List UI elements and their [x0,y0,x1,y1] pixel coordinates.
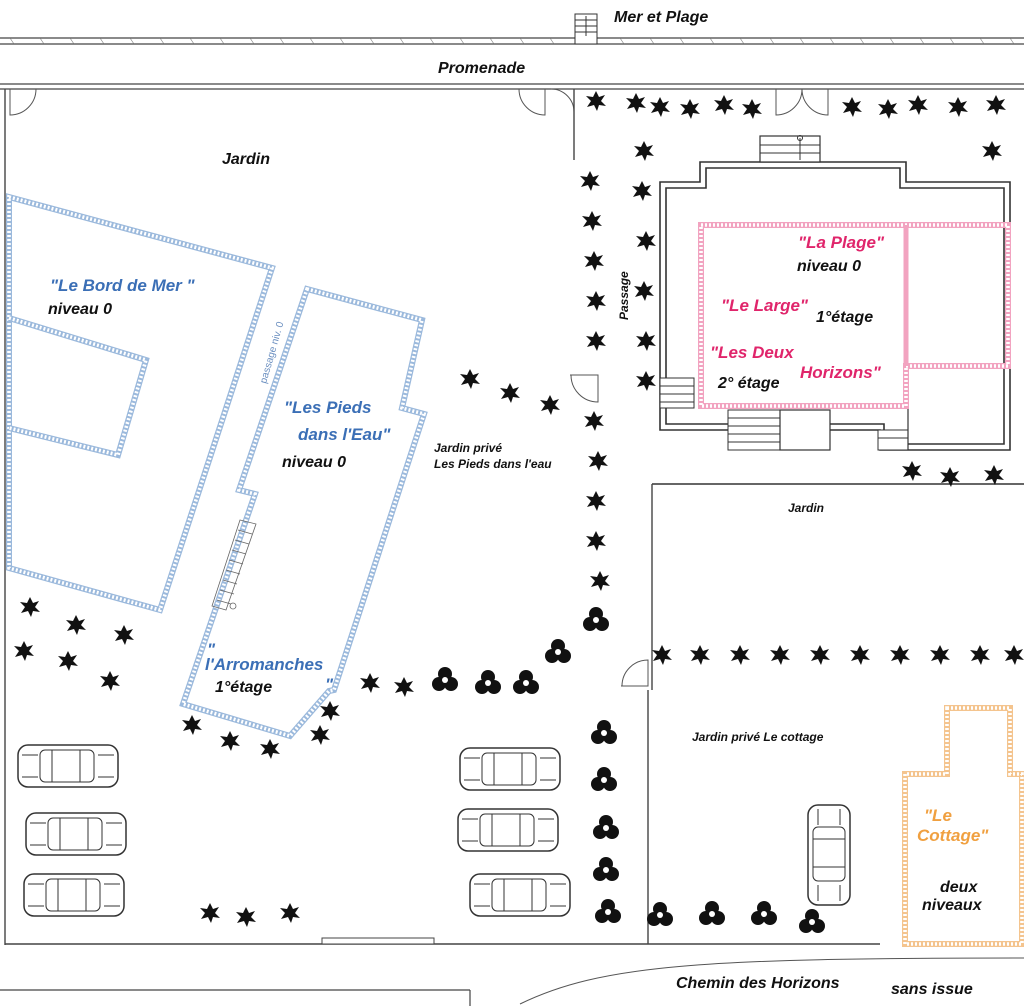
car [469,873,571,917]
right-garden-walls [647,483,1024,944]
label-cottage-level-1: deux [940,879,978,896]
label-bord-de-mer-level: niveau 0 [48,301,112,318]
label-deux-horizons-2: Horizons" [800,363,882,382]
label-mer-et-plage: Mer et Plage [614,9,708,26]
label-jardin-prive-1: Jardin privé [434,441,502,455]
car [23,873,125,917]
label-jardin-top: Jardin [222,151,270,168]
label-passage: Passage [617,271,631,320]
label-jardin-right: Jardin [788,501,824,515]
label-arromanches: l'Arromanches [205,655,323,674]
car [17,744,119,788]
label-cottage-1: "Le [924,806,952,825]
shrubs [14,91,1024,927]
label-arromanches-level: 1°étage [215,679,272,696]
label-deux-horizons-1: "Les Deux [710,343,795,362]
label-bord-de-mer: "Le Bord de Mer " [50,276,196,295]
label-promenade: Promenade [438,60,525,77]
car [457,808,559,852]
promenade-boundary [0,83,1024,90]
label-jardin-cottage: Jardin privé Le cottage [692,730,824,744]
parked-cars [17,744,851,917]
label-la-plage: "La Plage" [798,233,885,252]
label-pieds-line1: "Les Pieds [284,398,371,417]
road-chemin-des-horizons [0,957,1024,1006]
apartment-cottage-outline [902,705,1024,947]
label-la-plage-level: niveau 0 [797,258,861,275]
label-deux-horizons-level: 2° étage [717,375,780,392]
main-house [659,135,1011,451]
seafront-boundary [0,37,1024,45]
apartment-pieds-dans-leau-outline [179,285,428,740]
label-jardin-prive-2: Les Pieds dans l'eau [434,457,552,471]
label-cottage-2: Cottage" [917,826,989,845]
beach-stairs [574,13,598,45]
bottom-gate [321,937,435,945]
car [459,747,561,791]
car [807,804,851,906]
label-le-large: "Le Large" [721,296,809,315]
label-pieds-level: niveau 0 [282,454,346,471]
car [25,812,127,856]
gate-doors [9,88,829,687]
label-passage-niv: passage niv. 0 [258,320,286,385]
label-arromanches-quote-close: " [325,675,334,694]
label-pieds-line2: dans l'Eau" [298,425,391,444]
label-le-large-level: 1°étage [816,309,873,326]
label-chemin-des-horizons: Chemin des Horizons [676,975,840,992]
label-arromanches-quote-open: " [207,640,216,659]
apartment-bord-de-mer-outline [6,193,276,614]
apartment-la-plage-outline [698,222,1011,409]
label-cottage-level-2: niveaux [922,897,983,914]
label-sans-issue: sans issue [891,981,973,998]
arromanches-stairs [211,519,257,611]
